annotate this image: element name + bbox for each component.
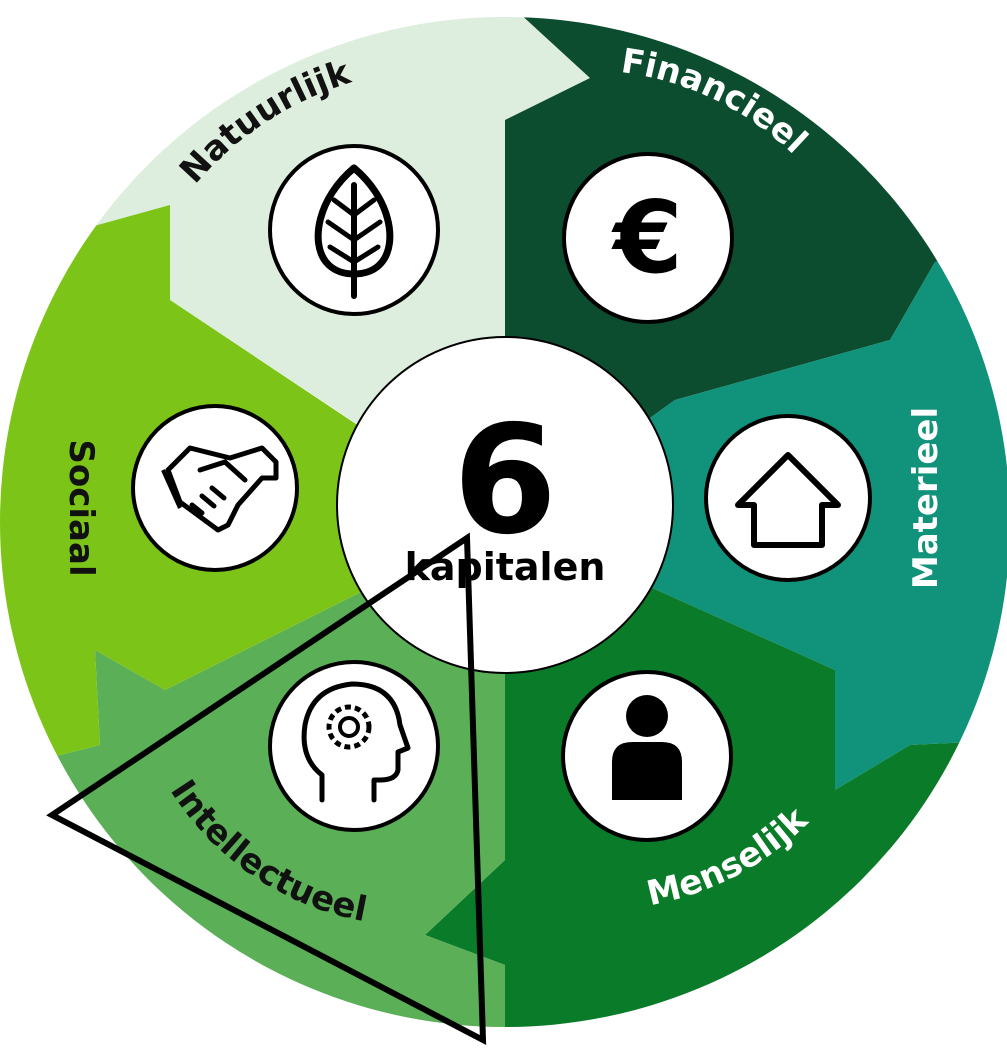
head-gear-icon: [268, 660, 440, 832]
center-badge: 6 kapitalen: [336, 336, 674, 674]
center-word: kapitalen: [405, 545, 606, 589]
handshake-icon: [131, 404, 299, 572]
person-icon: [561, 670, 733, 842]
leaf-icon: [268, 144, 440, 316]
euro-icon: €: [562, 152, 734, 324]
label-sociaal: Sociaal: [61, 439, 101, 576]
house-icon: [704, 414, 872, 582]
pointer-triangle: [46, 532, 487, 1046]
label-materieel: Materieel: [906, 407, 946, 589]
center-number: 6: [453, 394, 557, 568]
svg-text:€: €: [611, 179, 683, 296]
